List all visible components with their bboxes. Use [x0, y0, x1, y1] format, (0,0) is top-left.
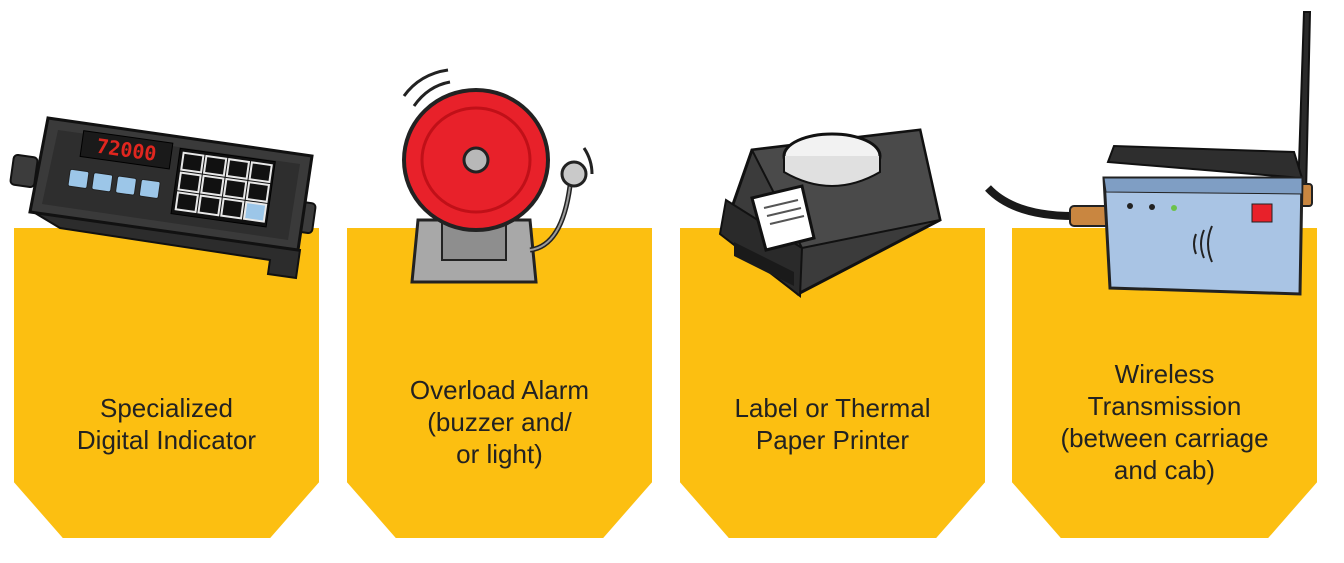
- card-label: Label or Thermal Paper Printer: [734, 393, 931, 455]
- thermal-printer-icon: [718, 128, 942, 298]
- card-label: Specialized Digital Indicator: [76, 393, 257, 455]
- card-label: Wireless Transmission (between carriage …: [1060, 359, 1269, 485]
- card-digital-indicator: Specialized Digital Indicator: [14, 228, 319, 538]
- card-label: Overload Alarm (buzzer and/ or light): [409, 375, 590, 469]
- wireless-transmitter-icon: [985, 11, 1313, 296]
- digital-indicator-icon: 72000: [9, 116, 317, 280]
- card-thermal-printer: Label or Thermal Paper Printer: [680, 228, 985, 538]
- alarm-bell-icon: [402, 68, 594, 284]
